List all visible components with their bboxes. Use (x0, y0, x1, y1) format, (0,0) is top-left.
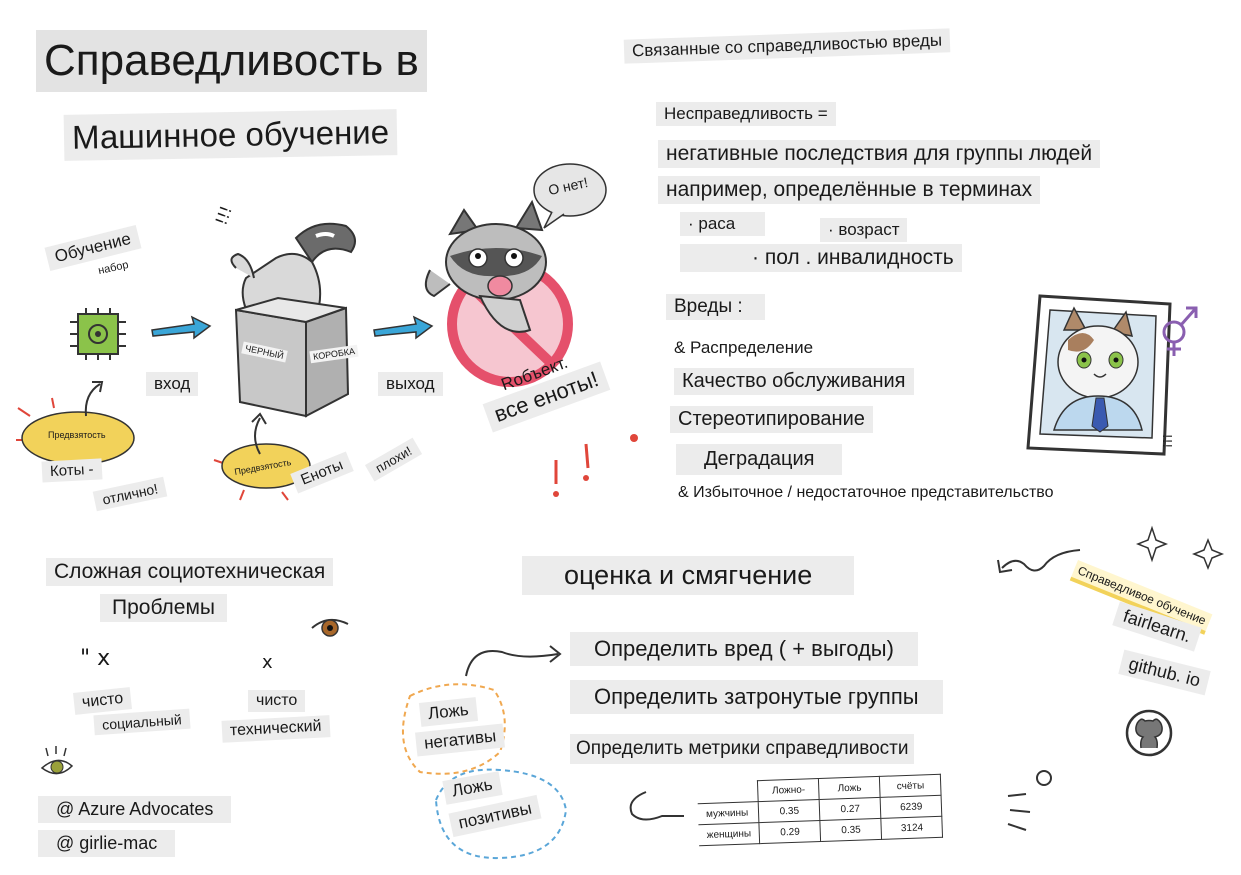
credit-azure-advocates: @ Azure Advocates (38, 796, 232, 823)
assessment-heading: оценка и смягчение (522, 556, 855, 595)
cat-portrait-illustration (1026, 294, 1172, 456)
step-identify-harms: Определить вред ( + выгоды) (570, 632, 918, 666)
table-header-cell: счёты (879, 774, 942, 798)
table-cell: 0.29 (759, 820, 821, 844)
pure-tech-word2: технический (221, 715, 331, 743)
curved-arrow-icon (465, 645, 562, 677)
sociotech-line1: Сложная социотехническая (46, 558, 334, 586)
table-row-label: мужчины (697, 801, 760, 825)
harm-over-under-representation: & Избыточное / недостаточное представите… (678, 484, 1054, 501)
attribute-age: · возраст (820, 218, 908, 242)
title-line2: Машинное обучение (71, 113, 390, 156)
arrow-from-fairlearn-icon (997, 549, 1081, 574)
title-line2-tape: Машинное обучение (63, 109, 398, 161)
pure-social-word2: социальный (93, 708, 191, 736)
table-row-label: женщины (698, 822, 760, 846)
pure-social-word1: чисто (73, 687, 133, 715)
dataset-label: набор (97, 258, 130, 278)
table-header-cell: Ложь (818, 776, 881, 800)
harm-denigration: Деградация (676, 444, 843, 475)
table-cell: 0.27 (819, 797, 882, 821)
table-cell: 0.35 (758, 799, 821, 823)
harms-heading: Связанные со справедливостью вреды (623, 28, 951, 64)
gender-symbol-icon (1162, 306, 1198, 356)
title-line1-tape: Справедливость в (36, 30, 427, 92)
cats-good-label: отлично! (92, 476, 168, 512)
portrait-marks: !!! (1160, 433, 1175, 449)
sparkle-icon (1135, 525, 1225, 571)
sociotech-line2: Проблемы (100, 594, 228, 622)
pure-tech-word1: чисто (248, 690, 306, 712)
x-right-mark: x (262, 652, 273, 673)
harm-quality-of-service: Качество обслуживания (674, 368, 914, 395)
credit-girlie-mac: @ girlie-mac (38, 830, 176, 857)
alert-marks-icon (553, 434, 638, 497)
table-cell: 0.35 (820, 818, 882, 842)
false-negatives-cloud-icon (401, 683, 506, 775)
eye-top-icon (311, 618, 349, 637)
arrow-to-box-icon (151, 315, 212, 340)
cats-label: Коты - (41, 458, 103, 483)
hand-arrow-icon (629, 791, 684, 821)
step-identify-groups: Определить затронутые группы (570, 680, 943, 714)
harm-allocation: & Распределение (674, 338, 814, 357)
arrow-to-raccoon-icon (373, 315, 434, 340)
speech-bubble-icon (533, 163, 607, 229)
github-icon (1125, 709, 1173, 757)
table-cell: 3124 (881, 816, 943, 840)
black-box-cat-illustration (230, 222, 356, 418)
definition-line2: например, определённые в терминах (658, 176, 1041, 204)
attribute-race: · раса (680, 212, 766, 236)
fairness-metrics-table: Ложно- Ложь счёты мужчины 0.35 0.27 6239… (697, 774, 943, 846)
title-line1: Справедливость в (44, 36, 419, 85)
unfairness-label: Несправедливость = (656, 102, 836, 126)
output-label: выход (378, 372, 443, 396)
x-left-mark: " x (80, 646, 111, 671)
input-label: вход (146, 372, 199, 396)
bias-left-label: Предвзятость (48, 430, 106, 440)
raccoon-no-sign-illustration (424, 199, 573, 387)
table-header-cell (697, 781, 758, 804)
harms-list-heading: Вреды : (666, 294, 765, 320)
harm-stereotyping: Стереотипирование (670, 406, 873, 433)
attribute-gender-disability: · пол . инвалидность (680, 244, 962, 272)
github-io-link[interactable]: github. io (1118, 649, 1211, 696)
eye-bottom-icon (40, 746, 74, 775)
table-header-cell: Ложно- (757, 778, 820, 802)
step-define-metrics: Определить метрики справедливости (570, 734, 915, 764)
bias-center-arrow-icon (251, 412, 267, 455)
bias-left-arrow-icon (84, 381, 104, 417)
definition-line1: негативные последствия для группы людей (658, 140, 1101, 168)
table-cell: 6239 (880, 795, 943, 819)
doodle-marks-icon (1007, 770, 1052, 831)
raccoons-bad-label: плохи! (364, 437, 423, 482)
chip-icon (70, 308, 126, 360)
